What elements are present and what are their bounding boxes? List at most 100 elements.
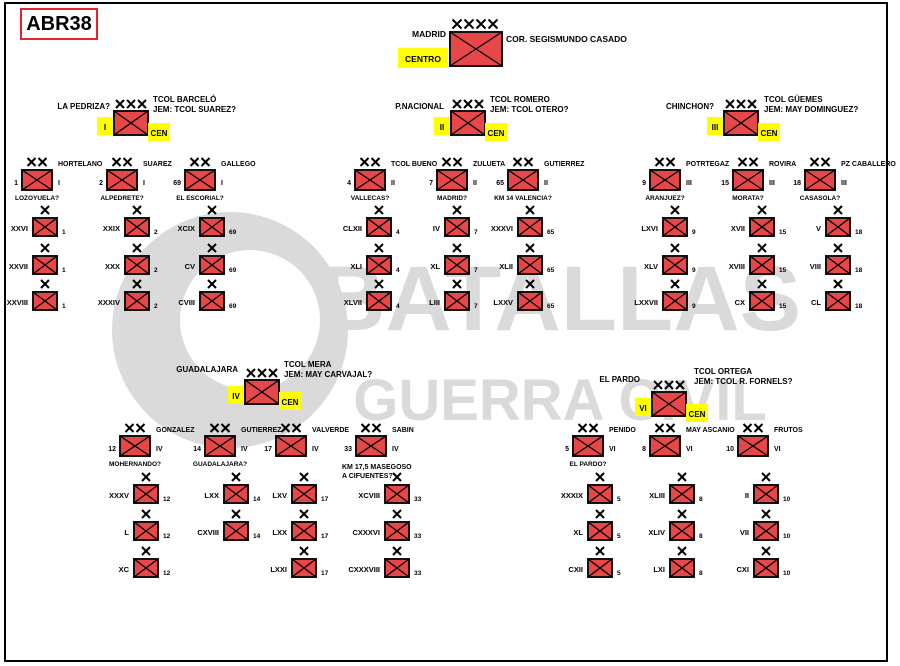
brigade-unit-symbol (517, 255, 543, 275)
infantry-cross (753, 558, 779, 578)
echelon-x-icon (588, 423, 599, 433)
x-stroke (577, 423, 588, 433)
brigade-number: XXXIV (98, 298, 120, 307)
echelon-x-icon (833, 279, 843, 289)
brigade-division-number: 2 (154, 229, 158, 236)
echelon-x-icon (748, 157, 759, 167)
brigade-unit-symbol (199, 217, 225, 237)
brigade-unit-symbol (366, 217, 392, 237)
division-parent-corps: II (391, 180, 395, 187)
division-location: KM 14 VALENCIA? (494, 195, 552, 202)
infantry-cross (366, 255, 392, 275)
echelon-x-icon (132, 279, 142, 289)
echelon-x-icon (451, 18, 463, 30)
brigade-division-number: 12 (163, 570, 171, 577)
echelon-x-icon (675, 380, 685, 390)
echelon-x-icon (392, 546, 402, 556)
corps-number-highlight (707, 117, 723, 135)
brigade-number: XXX (105, 262, 120, 271)
x-stroke (525, 243, 535, 253)
infantry-cross (436, 169, 468, 191)
division-parent-corps: II (544, 180, 548, 187)
army-commander: COR. SEGISMUNDO CASADO (506, 34, 627, 44)
x-stroke (487, 18, 499, 30)
x-stroke (665, 423, 676, 433)
infantry-cross (223, 484, 249, 504)
brigade-number: CVIII (178, 298, 195, 307)
division-commander: VALVERDE (312, 427, 349, 434)
x-stroke (40, 205, 50, 215)
echelon-x-icon (757, 243, 767, 253)
x-stroke (463, 99, 473, 109)
corps-chief-of-staff: JEM: MAY CARVAJAL? (284, 370, 372, 379)
brigade-number: IV (433, 224, 440, 233)
infantry-cross (354, 169, 386, 191)
x-stroke (207, 205, 217, 215)
corps-cen-highlight (148, 123, 170, 141)
echelon-x-icon (665, 423, 676, 433)
x-stroke (452, 205, 462, 215)
brigade-division-number: 9 (692, 303, 696, 310)
x-stroke (132, 279, 142, 289)
echelon-x-icon (737, 157, 748, 167)
corps-place: EL PARDO (599, 375, 640, 384)
x-stroke (451, 18, 463, 30)
corps-cen-label: CEN (761, 129, 778, 138)
x-stroke (452, 99, 462, 109)
brigade-division-number: 18 (855, 229, 863, 236)
echelon-x-icon (742, 423, 753, 433)
x-stroke (220, 423, 231, 433)
infantry-cross (662, 255, 688, 275)
x-stroke (360, 423, 371, 433)
infantry-cross (825, 217, 851, 237)
infantry-cross (804, 169, 836, 191)
brigade-number: CXI (736, 565, 749, 574)
division-location: MADRID? (437, 195, 467, 202)
corps-place: LA PEDRIZA? (57, 102, 110, 111)
watermark-emblem-hole (180, 250, 320, 390)
x-stroke (742, 423, 753, 433)
x-stroke (374, 243, 384, 253)
x-stroke (757, 243, 767, 253)
division-parent-corps: VI (609, 446, 616, 453)
brigade-unit-symbol (291, 484, 317, 504)
division-parent-corps: II (473, 180, 477, 187)
infantry-cross (366, 291, 392, 311)
infantry-cross (825, 255, 851, 275)
x-stroke (40, 279, 50, 289)
division-unit-symbol (732, 169, 764, 191)
brigade-number: CXXXVI (352, 528, 380, 537)
echelon-x-icon (677, 472, 687, 482)
division-location: A CIFUENTES? (342, 473, 393, 480)
brigade-unit-symbol (669, 484, 695, 504)
echelon-x-icon (523, 157, 534, 167)
division-unit-symbol (737, 435, 769, 457)
corps-cen-label: CEN (282, 398, 299, 407)
x-stroke (299, 546, 309, 556)
corps-chief-of-staff: JEM: TCOL R. FORNELS? (694, 377, 793, 386)
x-stroke (675, 380, 685, 390)
x-stroke (231, 509, 241, 519)
x-stroke (653, 380, 663, 390)
x-stroke (761, 472, 771, 482)
brigade-division-number: 5 (617, 533, 621, 540)
x-stroke (753, 423, 764, 433)
infantry-cross (204, 435, 236, 457)
x-stroke (757, 205, 767, 215)
echelon-x-icon (753, 423, 764, 433)
echelon-x-icon (371, 423, 382, 433)
echelon-x-icon (463, 99, 473, 109)
x-stroke (392, 509, 402, 519)
watermark-emblem (112, 212, 348, 448)
x-stroke (664, 380, 674, 390)
army-label: CENTRO (405, 54, 441, 64)
division-unit-symbol (275, 435, 307, 457)
division-parent-corps: IV (241, 446, 248, 453)
brigade-division-number: 33 (414, 496, 422, 503)
corps-number-highlight (434, 117, 450, 135)
x-stroke (820, 157, 831, 167)
brigade-unit-symbol (825, 217, 851, 237)
x-stroke (595, 472, 605, 482)
x-stroke (665, 157, 676, 167)
